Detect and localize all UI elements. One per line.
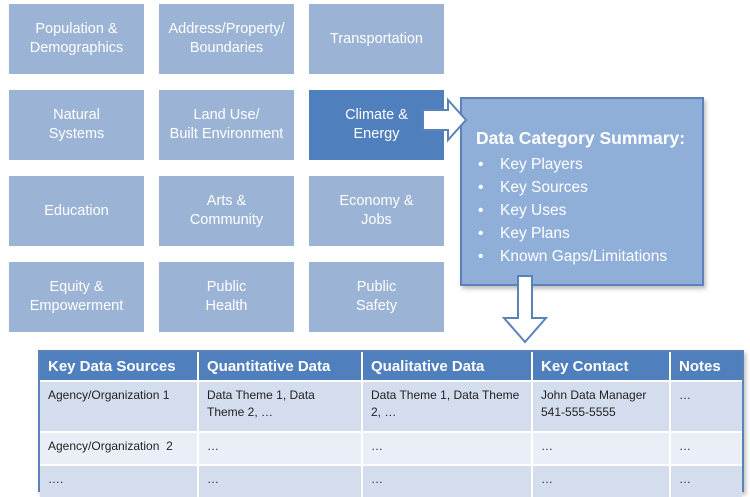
- category-tile-natural-systems[interactable]: Natural Systems: [9, 90, 144, 160]
- summary-item: • Key Uses: [478, 199, 667, 222]
- table-cell: Data Theme 1, Data Theme 2, …: [198, 380, 363, 432]
- column-header: Notes: [670, 352, 742, 381]
- category-label: Land Use/ Built Environment: [169, 107, 284, 142]
- category-tile-public-safety[interactable]: Public Safety: [309, 262, 444, 332]
- category-tile-arts-community[interactable]: Arts & Community: [159, 176, 294, 246]
- data-sources-table: Key Data Sources Quantitative Data Quali…: [38, 350, 744, 497]
- table-cell: ….: [40, 464, 199, 497]
- category-label: Natural Systems: [48, 107, 105, 142]
- category-tile-economy-jobs[interactable]: Economy & Jobs: [309, 176, 444, 246]
- table-cell: Agency/Organization 2: [40, 431, 199, 465]
- table-cell: Agency/Organization 1: [40, 380, 199, 432]
- table-cell: …: [670, 431, 742, 465]
- bullet-icon: •: [478, 202, 484, 219]
- table-cell: John Data Manager 541-555-5555: [532, 380, 671, 432]
- table-row: Agency/Organization 2 … … … …: [40, 431, 742, 465]
- summary-item: • Key Plans: [478, 222, 667, 245]
- summary-item-label: Key Sources: [500, 179, 588, 196]
- bullet-icon: •: [478, 225, 484, 242]
- bullet-icon: •: [478, 248, 484, 265]
- category-tile-land-use[interactable]: Land Use/ Built Environment: [159, 90, 294, 160]
- table-header-row: Key Data Sources Quantitative Data Quali…: [40, 352, 742, 381]
- category-tile-public-health[interactable]: Public Health: [159, 262, 294, 332]
- table-cell: …: [362, 464, 533, 497]
- column-header: Quantitative Data: [198, 352, 363, 381]
- table-row: …. … … … …: [40, 464, 742, 497]
- category-label: Economy & Jobs: [339, 193, 414, 228]
- summary-title: Data Category Summary:: [476, 128, 686, 148]
- category-tile-population[interactable]: Population & Demographics: [9, 4, 144, 74]
- table-cell: …: [532, 464, 671, 497]
- category-label: Public Safety: [355, 279, 398, 314]
- category-label: Equity & Empowerment: [29, 279, 124, 314]
- column-header: Qualitative Data: [362, 352, 533, 381]
- category-label: Public Health: [205, 279, 248, 314]
- summary-item: • Key Sources: [478, 176, 667, 199]
- bullet-icon: •: [478, 156, 484, 173]
- category-tile-equity[interactable]: Equity & Empowerment: [9, 262, 144, 332]
- category-tile-education[interactable]: Education: [9, 176, 144, 246]
- column-header: Key Contact: [532, 352, 671, 381]
- category-tile-transportation[interactable]: Transportation: [309, 4, 444, 74]
- category-label: Arts & Community: [189, 193, 264, 228]
- bullet-icon: •: [478, 179, 484, 196]
- summary-item-label: Key Players: [500, 156, 583, 173]
- category-label: Climate & Energy: [345, 107, 408, 142]
- summary-item-label: Key Uses: [500, 202, 567, 219]
- category-label: Transportation: [330, 30, 423, 47]
- down-arrow-icon: [501, 275, 549, 344]
- table-cell: …: [198, 464, 363, 497]
- summary-item: • Key Players: [478, 153, 667, 176]
- table-cell: …: [198, 431, 363, 465]
- data-category-summary-box: Data Category Summary: • Key Players • Key…: [460, 97, 704, 286]
- right-arrow-icon: [422, 97, 468, 143]
- table-cell: …: [670, 380, 742, 432]
- table-cell: …: [670, 464, 742, 497]
- table-cell: …: [362, 431, 533, 465]
- table-cell: Data Theme 1, Data Theme 2, …: [362, 380, 533, 432]
- table-row: Agency/Organization 1 Data Theme 1, Data…: [40, 380, 742, 432]
- summary-item: • Known Gaps/Limitations: [478, 245, 667, 268]
- category-label: Education: [44, 202, 109, 219]
- category-tile-address[interactable]: Address/Property/ Boundaries: [159, 4, 294, 74]
- summary-list: • Key Players • Key Sources • Key Uses • Key…: [478, 153, 667, 268]
- category-tile-climate-energy[interactable]: Climate & Energy: [309, 90, 444, 160]
- summary-item-label: Key Plans: [500, 225, 570, 242]
- category-label: Population & Demographics: [29, 21, 124, 56]
- table-cell: …: [532, 431, 671, 465]
- category-label: Address/Property/ Boundaries: [168, 21, 285, 56]
- summary-item-label: Known Gaps/Limitations: [500, 248, 668, 265]
- column-header: Key Data Sources: [40, 352, 199, 381]
